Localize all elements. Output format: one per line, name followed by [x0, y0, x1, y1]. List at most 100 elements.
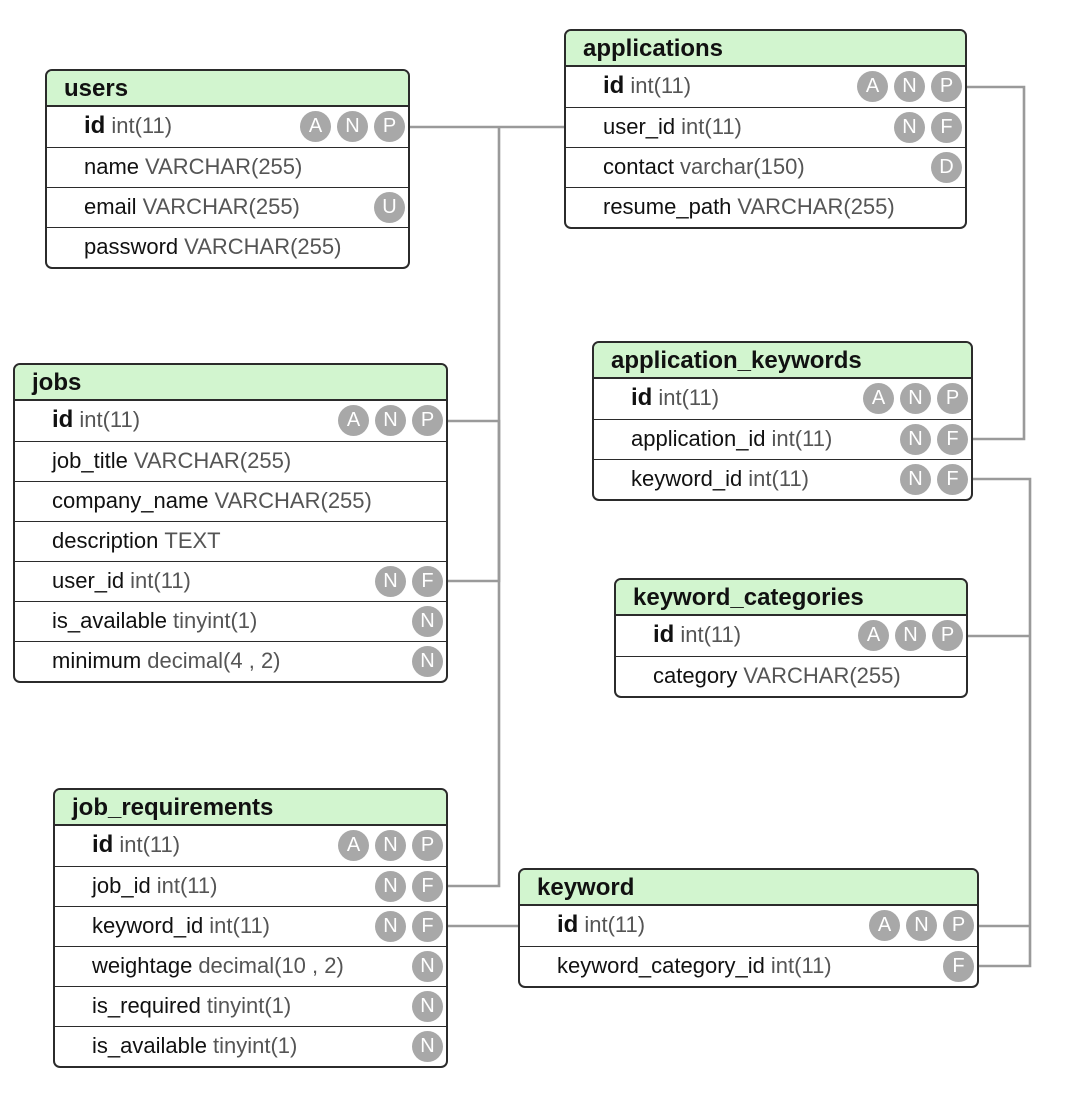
column-type: tinyint(1) — [212, 1033, 298, 1058]
column-type: VARCHAR(255) — [184, 234, 342, 259]
column-type: VARCHAR(255) — [145, 154, 303, 179]
table-title: jobs — [15, 365, 446, 401]
flag-badge-a: A — [338, 405, 369, 436]
column-type: decimal(4 , 2) — [147, 648, 281, 673]
table-title: keyword_categories — [616, 580, 966, 616]
column-name: description — [52, 528, 159, 553]
relationship-jobs-users — [447, 127, 501, 583]
column-type: int(11) — [119, 832, 181, 857]
flag-badge-n: N — [375, 405, 406, 436]
column-type: int(11) — [630, 73, 692, 98]
column-name: category — [653, 663, 738, 688]
column-name: is_available — [92, 1033, 207, 1058]
relationship-job-requirements-jobs — [447, 419, 501, 888]
table-title: job_requirements — [55, 790, 446, 826]
column-type: int(11) — [681, 114, 742, 139]
column-name: id — [631, 384, 653, 411]
flag-badge-a: A — [300, 111, 331, 142]
flag-badge-p: P — [932, 620, 963, 651]
flag-badge-d: D — [931, 152, 962, 183]
column-name: contact — [603, 154, 674, 179]
flag-badge-n: N — [375, 566, 406, 597]
column-flags: N — [412, 606, 443, 637]
column-name: id — [84, 112, 106, 139]
column-name: user_id — [603, 114, 676, 139]
column-type: int(11) — [156, 873, 218, 898]
column-name: is_required — [92, 993, 201, 1018]
column-flags: N — [412, 991, 443, 1022]
flag-badge-n: N — [375, 911, 406, 942]
column-flags: D — [931, 152, 962, 183]
column-type: int(11) — [658, 385, 720, 410]
flag-badge-n: N — [375, 871, 406, 902]
column-name: id — [653, 621, 675, 648]
flag-badge-f: F — [412, 911, 443, 942]
flag-badge-n: N — [337, 111, 368, 142]
flag-badge-p: P — [943, 910, 974, 941]
table-title: applications — [566, 31, 965, 67]
flag-badge-f: F — [937, 424, 968, 455]
flag-badge-n: N — [412, 1031, 443, 1062]
flag-badge-a: A — [338, 830, 369, 861]
column-name: id — [603, 72, 625, 99]
relationship-application-keywords-keyword — [972, 477, 1032, 968]
column-type: varchar(150) — [679, 154, 805, 179]
column-type: VARCHAR(255) — [142, 194, 300, 219]
flag-badge-f: F — [937, 464, 968, 495]
column-type: int(11) — [771, 426, 833, 451]
column-type: decimal(10 , 2) — [198, 953, 344, 978]
column-name: id — [92, 831, 114, 858]
column-name: id — [52, 406, 74, 433]
column-type: tinyint(1) — [206, 993, 292, 1018]
column-flags: F — [943, 951, 974, 982]
column-name: resume_path — [603, 194, 732, 219]
flag-badge-f: F — [943, 951, 974, 982]
column-type: VARCHAR(255) — [743, 663, 901, 688]
column-name: minimum — [52, 648, 142, 673]
table-title: users — [47, 71, 408, 107]
column-flags: N — [412, 646, 443, 677]
